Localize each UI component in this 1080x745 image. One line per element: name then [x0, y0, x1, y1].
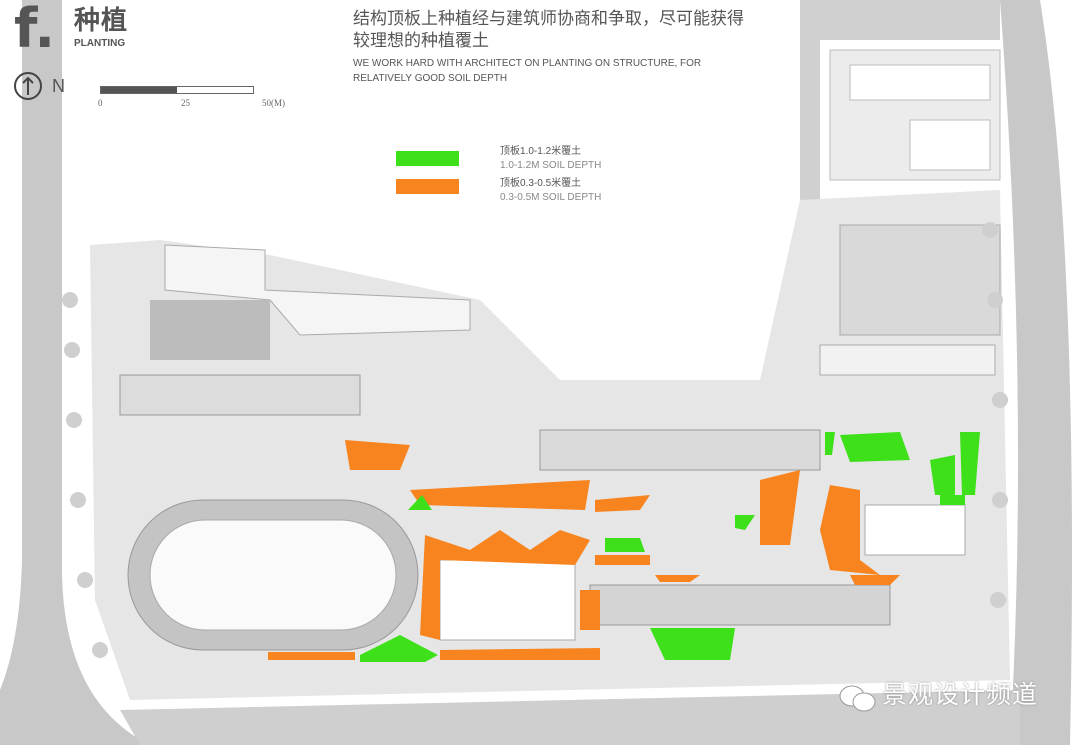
- page-title: 种植: [74, 5, 129, 35]
- section-logo: f.: [14, 0, 56, 60]
- trees: [62, 222, 1008, 658]
- legend-label-en: 1.0-1.2M SOIL DEPTH: [500, 160, 602, 171]
- legend-swatch-orange: [396, 179, 459, 194]
- legend-label-cn: 顶板0.3-0.5米覆土: [500, 178, 582, 189]
- scale-tick: 0: [98, 98, 103, 108]
- legend-item-green: 顶板1.0-1.2米覆土 1.0-1.2M SOIL DEPTH: [500, 145, 601, 173]
- green-planting-areas: [360, 432, 980, 662]
- north-label: N: [52, 76, 65, 96]
- scale-tick: 25: [181, 98, 190, 108]
- watermark-text: 景观设计频道: [882, 681, 1039, 709]
- north-building: [164, 244, 471, 336]
- scale-tick: 50(M): [262, 98, 285, 108]
- orange-planting-areas: [268, 440, 900, 660]
- legend-item-orange: 顶板0.3-0.5米覆土 0.3-0.5M SOIL DEPTH: [500, 177, 601, 205]
- legend-swatch-green: [396, 151, 459, 166]
- scale-bar: [100, 86, 254, 94]
- bottom-road: [120, 690, 1020, 745]
- north-arrow-icon: [14, 72, 42, 100]
- right-road: [1000, 0, 1072, 745]
- left-road: [0, 0, 150, 745]
- description-cn: 结构顶板上种植经与建筑师协商和争取，尽可能获得较理想的种植覆土: [353, 9, 744, 50]
- description-en: WE WORK HARD WITH ARCHITECT ON PLANTING …: [353, 58, 702, 84]
- legend-label-en: 0.3-0.5M SOIL DEPTH: [500, 192, 602, 203]
- legend-label-cn: 顶板1.0-1.2米覆土: [500, 146, 582, 157]
- page-subtitle: PLANTING: [74, 38, 126, 49]
- wechat-icon: [838, 683, 878, 720]
